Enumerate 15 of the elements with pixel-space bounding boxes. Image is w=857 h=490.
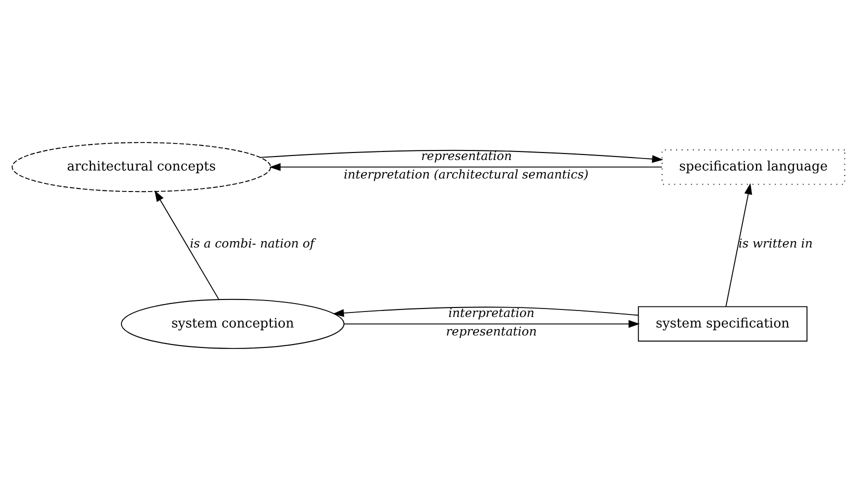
edge-label: interpretation bbox=[448, 305, 534, 320]
node-box: system specification bbox=[638, 306, 808, 342]
edge-label: representation bbox=[421, 148, 512, 163]
arrow bbox=[726, 182, 752, 306]
edge-label: interpretation (architectural semantics) bbox=[344, 167, 589, 182]
edge-label: is written in bbox=[738, 236, 813, 250]
edge-label: representation bbox=[446, 324, 537, 338]
node-box: specification language bbox=[662, 148, 846, 184]
arrow bbox=[269, 162, 662, 171]
arrow bbox=[260, 149, 664, 162]
arrow bbox=[344, 319, 640, 328]
arrow bbox=[154, 190, 220, 300]
node-ellipse: architectural concepts bbox=[12, 142, 272, 192]
arrow bbox=[332, 306, 639, 316]
edge-label: is a combi- nation of bbox=[190, 236, 314, 250]
